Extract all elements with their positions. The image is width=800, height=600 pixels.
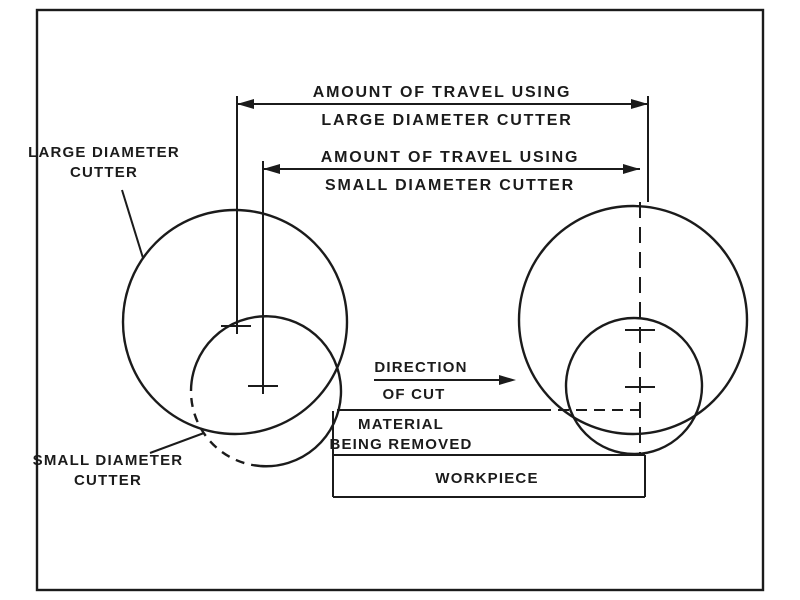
material-label-line1: MATERIAL (358, 416, 444, 433)
travel-small-label-line1: AMOUNT OF TRAVEL USING (321, 149, 580, 166)
small-cutter-left-hidden-arc (189, 390, 261, 468)
direction-label-line1: DIRECTION (374, 359, 467, 376)
arrowhead-right-icon (623, 164, 640, 174)
figure-border (35, 8, 765, 592)
travel-large-label-line1: AMOUNT OF TRAVEL USING (313, 84, 572, 101)
large-cutter-right-circle (517, 204, 749, 436)
large-cutter-left-circle (121, 208, 349, 436)
small-cutter-callout-line1: SMALL DIAMETER (33, 452, 184, 469)
travel-small-label-line2: SMALL DIAMETER CUTTER (325, 177, 575, 194)
arrowhead-left-icon (263, 164, 280, 174)
travel-large-label-line2: LARGE DIAMETER CUTTER (321, 112, 572, 129)
arrowhead-right-icon (499, 375, 516, 385)
small-cutter-left-circle (189, 315, 343, 468)
arrowhead-left-icon (237, 99, 254, 109)
leader-line-large-cutter (121, 189, 144, 259)
small-cutter-callout-line2: CUTTER (74, 472, 142, 489)
large-cutter-callout-line2: CUTTER (70, 164, 138, 181)
workpiece-label: WORKPIECE (435, 470, 538, 487)
arrowhead-right-icon (631, 99, 648, 109)
material-label-line2: BEING REMOVED (329, 436, 472, 453)
dimension-small-cutter-travel (262, 161, 641, 456)
direction-label-line2: OF CUT (382, 386, 445, 403)
large-cutter-callout-line1: LARGE DIAMETER (28, 144, 180, 161)
dimension-large-cutter-travel (236, 96, 649, 334)
leader-line-small-cutter (149, 432, 205, 454)
direction-of-cut-arrow (374, 375, 516, 385)
